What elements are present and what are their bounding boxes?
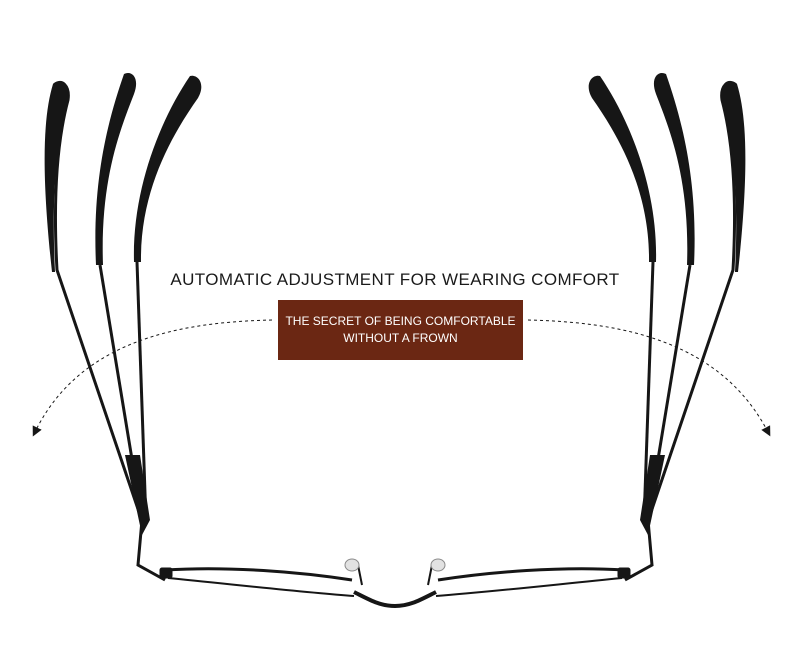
right-temples [588, 72, 746, 582]
left-temples [44, 72, 202, 582]
left-motion-arc [32, 319, 273, 437]
badge-line-2: WITHOUT A FROWN [343, 331, 458, 345]
right-motion-arc [527, 319, 771, 437]
comfort-badge: THE SECRET OF BEING COMFORTABLE WITHOUT … [278, 300, 523, 360]
front-frame [159, 558, 631, 609]
headline: AUTOMATIC ADJUSTMENT FOR WEARING COMFORT [170, 270, 620, 289]
badge-line-1: THE SECRET OF BEING COMFORTABLE [285, 314, 516, 328]
